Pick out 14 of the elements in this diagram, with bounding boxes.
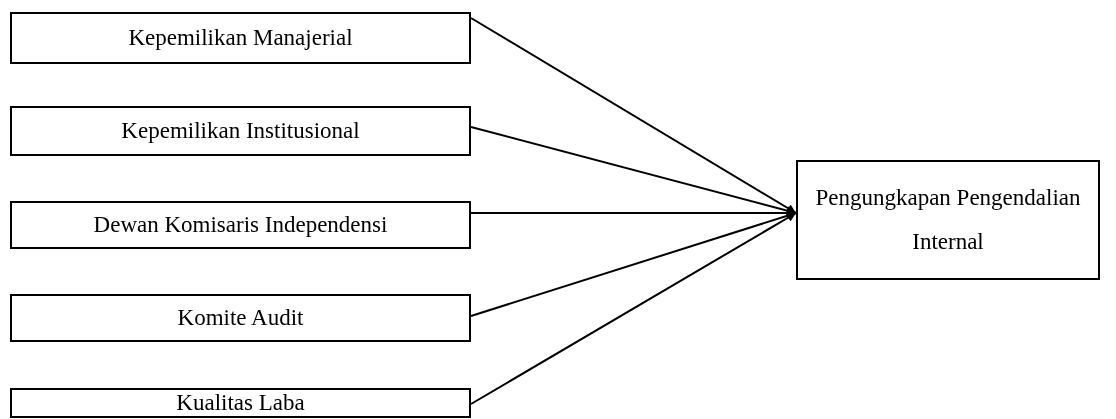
box-label: Komite Audit <box>177 304 304 332</box>
box-label: Dewan Komisaris Independensi <box>93 211 388 239</box>
variable-box <box>10 294 471 342</box>
box-label: Kualitas Laba <box>176 389 305 417</box>
arrow <box>470 212 797 405</box>
variable-box <box>10 106 471 156</box>
box-label: Pengungkapan Pengendalian Internal <box>814 184 1082 256</box>
box-label: Kepemilikan Institusional <box>121 117 360 145</box>
variable-box <box>796 160 1100 280</box>
box-label: Kepemilikan Manajerial <box>128 24 353 52</box>
variable-box <box>10 201 471 249</box>
variable-box <box>10 12 471 64</box>
variable-box <box>10 388 471 418</box>
arrow <box>470 17 797 214</box>
